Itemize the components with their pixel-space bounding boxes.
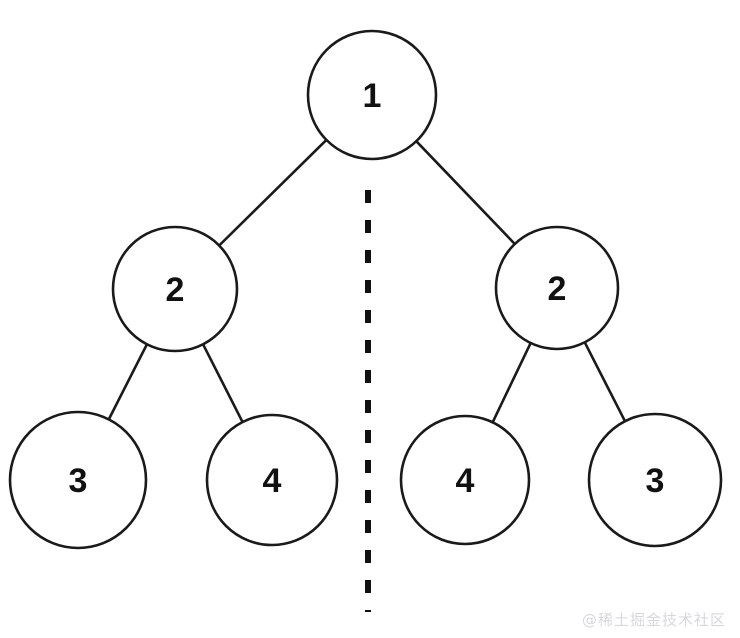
watermark-text: @稀土掘金技术社区: [581, 611, 726, 629]
nodes-layer: 1 2 2 3 4 4 3: [8, 29, 723, 550]
tree-node-left-2[interactable]: 2: [111, 225, 239, 353]
node-label-leaf-4-left: 4: [263, 462, 282, 500]
tree-node-leaf-4-right[interactable]: 4: [399, 414, 531, 546]
edge-right2-leaf4: [491, 342, 532, 423]
node-label-leaf-3-left: 3: [69, 462, 88, 500]
node-label-leaf-4-right: 4: [456, 462, 475, 500]
tree-node-right-2[interactable]: 2: [494, 225, 620, 351]
node-label-leaf-3-right: 3: [646, 462, 665, 500]
node-circle-root: [306, 29, 438, 161]
node-circle-right-2: [494, 225, 620, 351]
edge-root-right-2: [415, 140, 516, 245]
edge-left2-leaf3: [107, 343, 149, 420]
tree-node-leaf-3-right[interactable]: 3: [587, 412, 723, 548]
edge-root-left-2: [218, 138, 328, 247]
edge-right2-leaf3: [583, 341, 627, 422]
node-label-right-2: 2: [548, 270, 567, 308]
node-circle-leaf-3-left: [8, 410, 148, 550]
node-circle-leaf-4-right: [399, 414, 531, 546]
node-circle-leaf-4-left: [205, 413, 339, 547]
tree-node-root[interactable]: 1: [306, 29, 438, 161]
node-circle-leaf-3-right: [587, 412, 723, 548]
node-label-left-2: 2: [166, 271, 185, 309]
edges-layer: [107, 138, 627, 423]
tree-node-leaf-4-left[interactable]: 4: [205, 413, 339, 547]
edge-left2-leaf4: [201, 343, 244, 423]
node-circle-left-2: [111, 225, 239, 353]
node-label-root: 1: [363, 77, 382, 115]
tree-node-leaf-3-left[interactable]: 3: [8, 410, 148, 550]
